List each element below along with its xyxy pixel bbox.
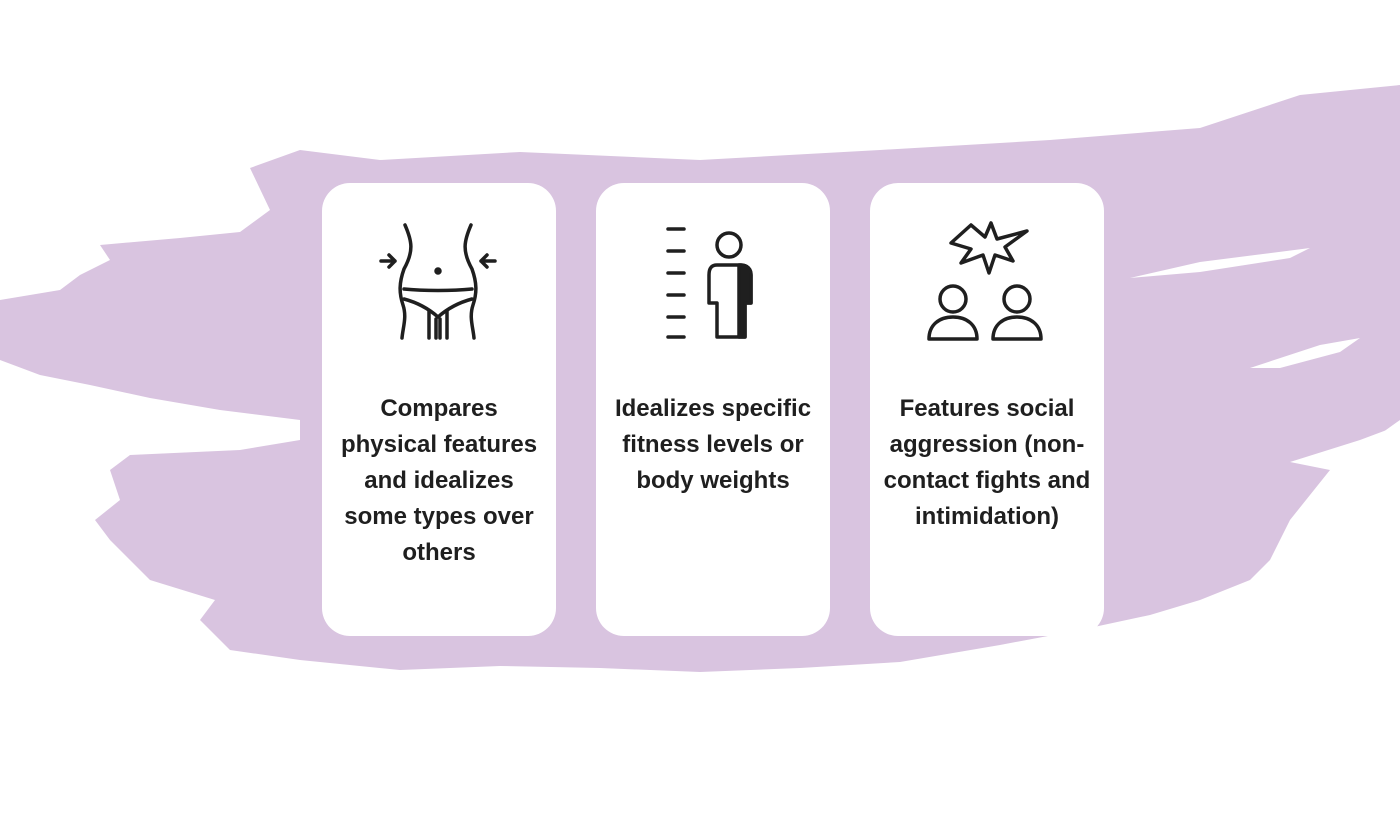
card-text: Compares physical features and idealizes… <box>340 395 538 566</box>
card-fitness-levels: Idealizes specific fitness levels or bod… <box>596 183 830 636</box>
conflict-people-icon <box>927 221 1043 341</box>
card-text: Features social aggression (non-contact … <box>883 395 1091 530</box>
waist-measure-icon <box>379 223 497 340</box>
height-scale-person-icon <box>666 227 753 339</box>
card-text: Idealizes specific fitness levels or bod… <box>614 395 812 494</box>
card-social-aggression: Features social aggression (non-contact … <box>870 183 1104 636</box>
card-physical-comparison: Compares physical features and idealizes… <box>322 183 556 636</box>
